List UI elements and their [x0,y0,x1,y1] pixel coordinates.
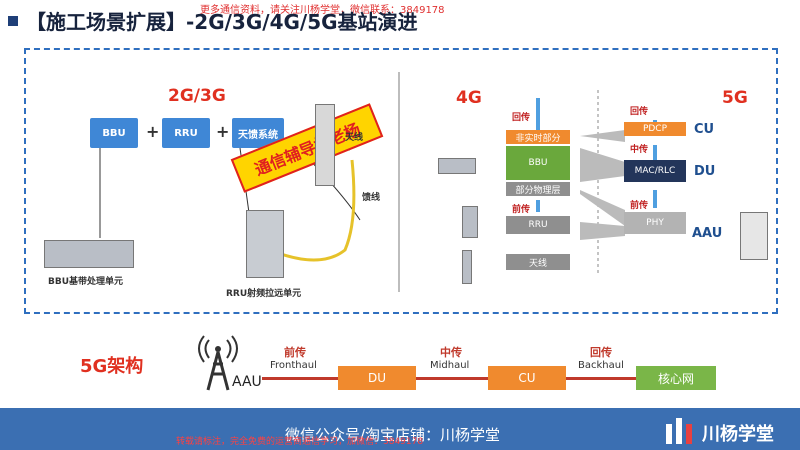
midhaul-link [416,377,488,380]
arch-du-box: DU [338,366,416,390]
label-rru-unit: RRU射频拉远单元 [226,289,302,299]
5g-aau-image [740,212,768,260]
arch-aau-label: AAU [232,374,262,390]
box-bbu: BBU [90,118,138,148]
stack-4g-phy: 部分物理层 [506,182,570,196]
label-5g-backhaul: 回传 [630,107,649,117]
stack-4g-bbu: BBU [506,146,570,180]
4g5g-connectors [536,90,657,275]
arch-title: 5G架构 [80,356,144,377]
heading-2g3g: 2G/3G [168,86,226,106]
unit-du: DU [694,164,716,179]
arch-core-box: 核心网 [636,366,716,390]
brand-logo-icon [666,418,692,444]
page-title: 【施工场景扩展】-2G/3G/4G/5G基站演进 [26,10,418,34]
plus-sign: + [216,122,230,141]
panel-divider [398,72,400,292]
label-4g-backhaul: 回传 [512,113,531,123]
bbu-image [44,240,134,268]
label-4g-fronthaul: 前传 [512,205,531,215]
midhaul-cn: 中传 [440,346,462,359]
heading-4g: 4G [456,88,482,108]
label-5g-fronthaul: 前传 [630,201,649,211]
label-5g-midhaul: 中传 [630,145,649,155]
fronthaul-cn: 前传 [284,346,306,359]
backhaul-cn: 回传 [590,346,612,359]
fronthaul-en: Fronthaul [270,360,317,371]
4g-antenna-image [462,250,472,284]
footer-note: 转载请标注，完全免费的运营商通信学习，加微信：3849178 [176,437,424,447]
label-bbu-unit: BBU基带处理单元 [48,277,124,287]
backhaul-en: Backhaul [578,360,624,371]
stack-5g-pdcp: PDCP [624,122,686,136]
plus-sign: + [146,122,160,141]
antenna-image [315,104,335,186]
box-rru: RRU [162,118,210,148]
4g-bbu-image [438,158,476,174]
stack-4g-antenna: 天线 [506,254,570,270]
arch-cu-box: CU [488,366,566,390]
top-note: 更多通信资料，请关注川杨学堂，微信联系：3849178 [200,5,445,16]
evolution-panel [24,48,778,314]
fronthaul-link [262,377,338,380]
label-antenna: 天线 [345,133,364,143]
backhaul-link [566,377,636,380]
heading-5g: 5G [722,88,748,108]
unit-aau: AAU [692,226,723,241]
4g-rru-image [462,206,478,238]
tower-icon [198,335,238,391]
title-bullet [8,16,18,26]
stack-5g-phy: PHY [624,212,686,234]
footer-text: 微信公众号/淘宝店铺：川杨学堂 [285,426,501,444]
label-feeder: 馈线 [362,193,381,203]
brand-name: 川杨学堂 [702,424,774,445]
stack-4g-rru: RRU [506,216,570,234]
midhaul-en: Midhaul [430,360,470,371]
stack-4g-nonrealtime: 非实时部分 [506,130,570,144]
rru-image [246,210,284,278]
stack-5g-macrlc: MAC/RLC [624,160,686,182]
unit-cu: CU [694,122,715,137]
